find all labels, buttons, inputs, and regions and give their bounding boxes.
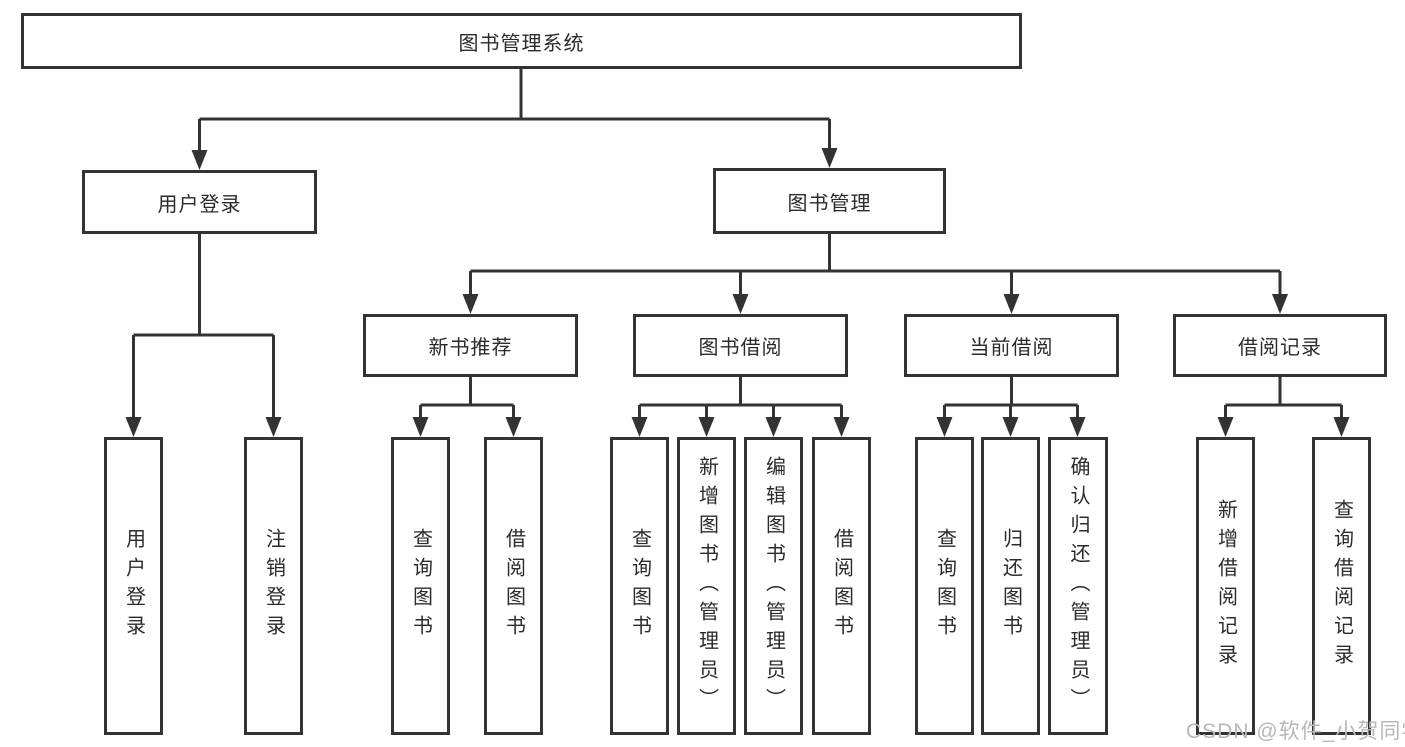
leaf-label: 查询图书 (409, 528, 432, 644)
leaf-query-books-current: 查询图书 (915, 437, 974, 735)
node-book-management: 图书管理 (713, 168, 946, 234)
leaf-borrow-books-recommend: 借阅图书 (484, 437, 543, 735)
csdn-watermark: CSDN @软件_小贺同学 (1186, 720, 1405, 743)
leaf-label: 查询图书 (933, 528, 956, 644)
leaf-query-books-recommend: 查询图书 (391, 437, 450, 735)
leaf-return-books: 归还图书 (981, 437, 1040, 735)
node-user-login: 用户登录 (82, 170, 317, 234)
leaf-add-borrow-record: 新增借阅记录 (1196, 437, 1255, 735)
leaf-label: 查询图书 (628, 528, 651, 644)
leaf-label: 编辑图书（管理员） (762, 455, 785, 717)
leaf-query-borrow-record: 查询借阅记录 (1312, 437, 1371, 735)
node-book-borrow: 图书借阅 (633, 314, 848, 377)
leaf-label: 注销登录 (262, 528, 285, 644)
leaf-label: 借阅图书 (830, 528, 853, 644)
node-borrow-records: 借阅记录 (1173, 314, 1387, 377)
leaf-user-login: 用户登录 (104, 437, 163, 735)
leaf-label: 新增图书（管理员） (695, 455, 718, 717)
leaf-add-books-admin: 新增图书（管理员） (677, 437, 736, 735)
leaf-label: 确认归还（管理员） (1067, 455, 1089, 717)
leaf-query-books-borrow: 查询图书 (610, 437, 669, 735)
leaf-borrow-books: 借阅图书 (812, 437, 871, 735)
node-current-borrow: 当前借阅 (904, 314, 1119, 377)
leaf-label: 新增借阅记录 (1214, 499, 1237, 673)
leaf-label: 借阅图书 (502, 528, 525, 644)
leaf-label: 用户登录 (122, 528, 145, 644)
leaf-edit-books-admin: 编辑图书（管理员） (744, 437, 803, 735)
leaf-label: 查询借阅记录 (1330, 499, 1353, 673)
leaf-label: 归还图书 (999, 528, 1022, 644)
leaf-logout: 注销登录 (244, 437, 303, 735)
node-new-book-recommend: 新书推荐 (363, 314, 578, 377)
leaf-confirm-return-admin: 确认归还（管理员） (1048, 437, 1108, 735)
node-root-system: 图书管理系统 (21, 13, 1022, 69)
